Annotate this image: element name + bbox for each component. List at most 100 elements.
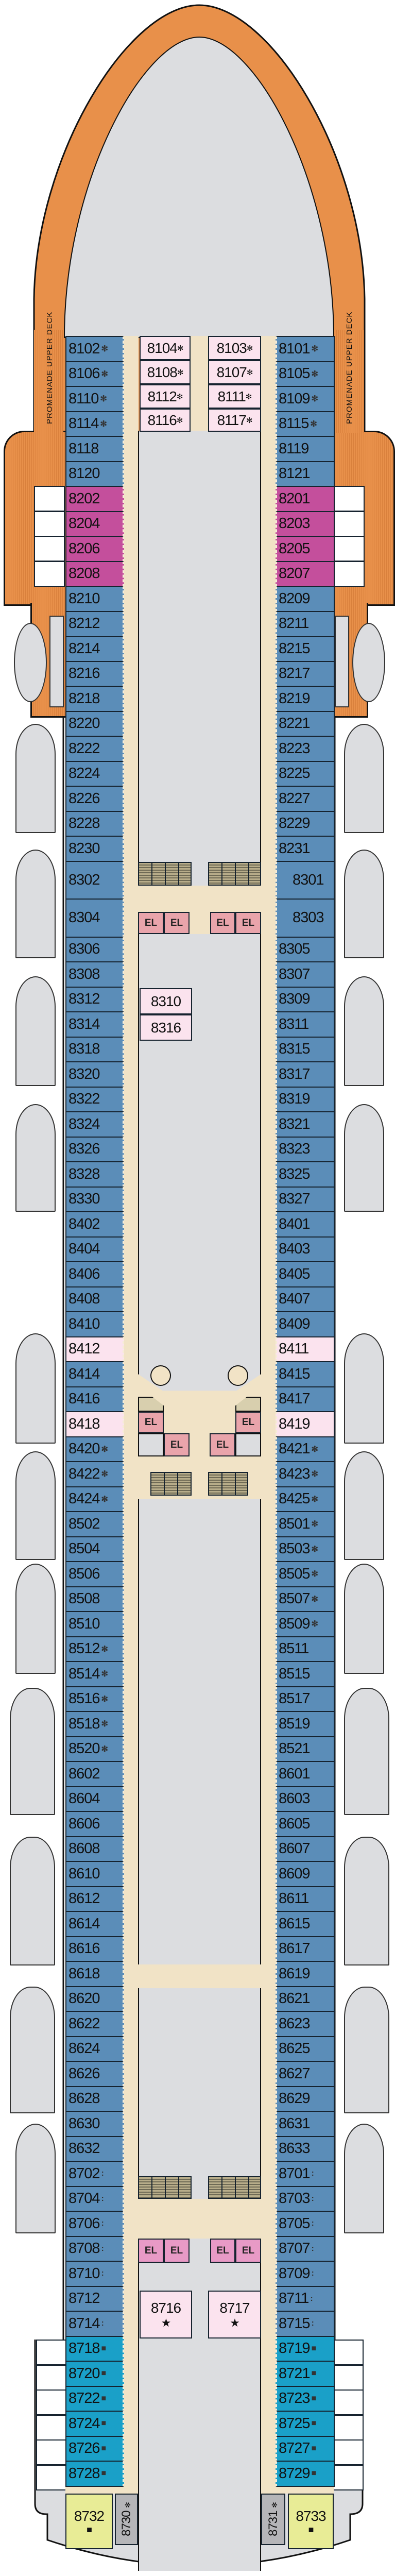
cabin[interactable]: 8412 (65, 1336, 124, 1362)
cabin[interactable]: 8225 (276, 760, 335, 787)
cabin[interactable]: 8617 (276, 1936, 335, 1962)
cabin[interactable]: 8605 (276, 1811, 335, 1837)
cabin[interactable]: 8209 (276, 586, 335, 612)
cabin[interactable]: 8401 (276, 1211, 335, 1238)
cabin[interactable]: 8108✻ (140, 360, 191, 384)
cabin[interactable]: 8608 (65, 1836, 124, 1862)
cabin[interactable]: 8508 (65, 1586, 124, 1612)
cabin[interactable]: 8301 (276, 860, 335, 900)
cabin[interactable]: 8103✻ (208, 336, 261, 360)
cabin[interactable]: 8711: (276, 2285, 335, 2312)
cabin[interactable]: 8410 (65, 1311, 124, 1337)
cabin[interactable]: 8506 (65, 1561, 124, 1587)
cabin[interactable]: 8303 (276, 898, 335, 938)
cabin[interactable]: 8624 (65, 2036, 124, 2062)
cabin[interactable]: 8110✻ (65, 386, 124, 412)
cabin[interactable]: 8414 (65, 1361, 124, 1387)
cabin[interactable]: 8219 (276, 686, 335, 712)
cabin[interactable]: 8520✻ (65, 1736, 124, 1762)
cabin[interactable]: 8306 (65, 936, 124, 962)
cabin[interactable]: 8106✻ (65, 361, 124, 387)
cabin[interactable]: 8502 (65, 1511, 124, 1537)
cabin[interactable]: 8725■ (276, 2411, 335, 2437)
cabin[interactable]: 8627 (276, 2061, 335, 2087)
cabin[interactable]: 8622 (65, 2011, 124, 2037)
cabin[interactable]: 8519 (276, 1711, 335, 1737)
cabin[interactable]: 8518✻ (65, 1711, 124, 1737)
cabin[interactable]: 8120 (65, 461, 124, 487)
cabin[interactable]: 8316 (140, 1014, 192, 1041)
cabin[interactable]: 8407 (276, 1286, 335, 1312)
cabin[interactable]: 8111✻ (208, 384, 261, 409)
cabin[interactable]: 8309 (276, 986, 335, 1012)
cabin[interactable]: 8224 (65, 760, 124, 787)
cabin[interactable]: 8107✻ (208, 360, 261, 384)
cabin[interactable]: 8208 (65, 561, 124, 587)
cabin[interactable]: 8230 (65, 836, 124, 862)
cabin[interactable]: 8121 (276, 461, 335, 487)
cabin[interactable]: 8501✻ (276, 1511, 335, 1537)
cabin[interactable]: 8204 (65, 511, 124, 537)
cabin[interactable]: 8227 (276, 786, 335, 812)
cabin[interactable]: 8327 (276, 1186, 335, 1212)
cabin[interactable]: 8625 (276, 2036, 335, 2062)
cabin[interactable]: 8504 (65, 1536, 124, 1562)
cabin[interactable]: 8105✻ (276, 361, 335, 387)
cabin[interactable]: 8109✻ (276, 386, 335, 412)
cabin[interactable]: 8705: (276, 2211, 335, 2237)
cabin[interactable]: 8517 (276, 1686, 335, 1712)
cabin[interactable]: 8115✻ (276, 411, 335, 437)
cabin[interactable]: 8720■ (65, 2361, 124, 2387)
cabin[interactable]: 8221 (276, 710, 335, 737)
cabin[interactable]: 8721■ (276, 2361, 335, 2387)
cabin[interactable]: 8604 (65, 1786, 124, 1812)
cabin[interactable]: 8716★ (140, 2291, 192, 2338)
cabin[interactable]: 8321 (276, 1111, 335, 1138)
cabin[interactable]: 8611 (276, 1886, 335, 1912)
cabin[interactable]: 8102✻ (65, 336, 124, 362)
cabin[interactable]: 8117✻ (208, 409, 261, 432)
cabin[interactable]: 8112✻ (140, 384, 191, 409)
cabin[interactable]: 8201 (276, 486, 335, 512)
cabin[interactable]: 8626 (65, 2061, 124, 2087)
cabin[interactable]: 8603 (276, 1786, 335, 1812)
cabin[interactable]: 8119 (276, 436, 335, 462)
cabin[interactable]: 8515 (276, 1661, 335, 1687)
cabin[interactable]: 8728■ (65, 2461, 124, 2487)
cabin[interactable]: 8411 (276, 1336, 335, 1362)
cabin[interactable]: 8317 (276, 1061, 335, 1088)
cabin[interactable]: 8503✻ (276, 1536, 335, 1562)
cabin[interactable]: 8203 (276, 511, 335, 537)
cabin[interactable]: 8425✻ (276, 1486, 335, 1512)
cabin[interactable]: 8729■ (276, 2461, 335, 2487)
cabin[interactable]: 8612 (65, 1886, 124, 1912)
cabin[interactable]: 8723■ (276, 2385, 335, 2412)
cabin[interactable]: 8403 (276, 1236, 335, 1262)
cabin[interactable]: 8310 (140, 988, 192, 1014)
cabin[interactable]: 8325 (276, 1161, 335, 1188)
cabin[interactable]: 8722■ (65, 2385, 124, 2412)
cabin[interactable]: 8304 (65, 898, 124, 938)
cabin[interactable]: 8607 (276, 1836, 335, 1862)
cabin[interactable]: 8212 (65, 611, 124, 637)
cabin[interactable]: 8118 (65, 436, 124, 462)
cabin[interactable]: 8218 (65, 686, 124, 712)
cabin[interactable]: 8307 (276, 961, 335, 988)
cabin[interactable]: 8609 (276, 1861, 335, 1887)
cabin[interactable]: 8315 (276, 1036, 335, 1062)
cabin[interactable]: 8326 (65, 1136, 124, 1162)
cabin[interactable]: 8701: (276, 2161, 335, 2187)
cabin[interactable]: 8416 (65, 1386, 124, 1412)
cabin[interactable]: 8601 (276, 1761, 335, 1787)
cabin[interactable]: 8618 (65, 1961, 124, 1987)
cabin[interactable]: 8712 (65, 2285, 124, 2312)
cabin[interactable]: 8614 (65, 1911, 124, 1937)
cabin[interactable]: 8610 (65, 1861, 124, 1887)
cabin[interactable]: 8623 (276, 2011, 335, 2037)
cabin[interactable]: 8305 (276, 936, 335, 962)
cabin[interactable]: 8404 (65, 1236, 124, 1262)
cabin[interactable]: 8731 ✻ (261, 2494, 285, 2545)
cabin[interactable]: 8217 (276, 660, 335, 687)
cabin[interactable]: 8421✻ (276, 1436, 335, 1462)
cabin[interactable]: 8707: (276, 2235, 335, 2262)
